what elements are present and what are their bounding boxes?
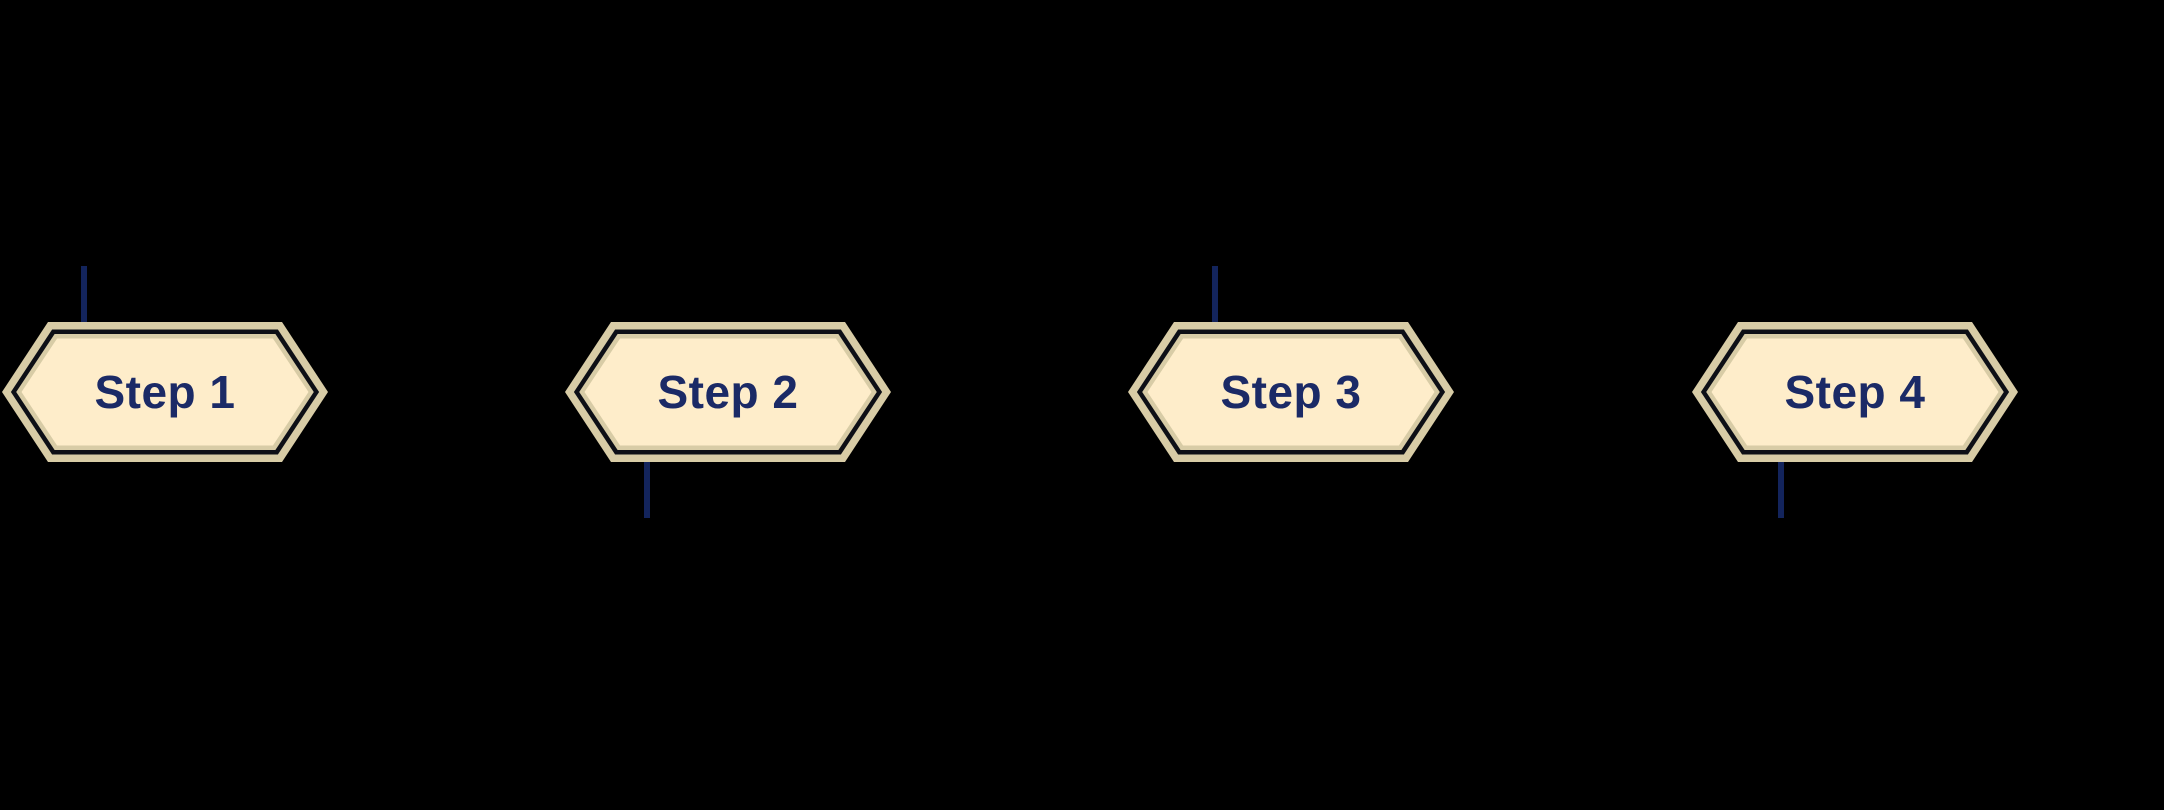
step-label-2: Step 2	[657, 366, 799, 418]
hexagon-fill	[1147, 338, 1435, 446]
hexagon-step-3: Step 3	[1128, 322, 1454, 462]
step-group-2: Step 2	[565, 322, 891, 518]
hexagon-fill	[21, 338, 309, 446]
step-group-4: Step 4	[1692, 322, 2018, 518]
connector-line-step-1	[81, 266, 87, 322]
hexagon-fill	[584, 338, 872, 446]
hexagon-step-1: Step 1	[2, 322, 328, 462]
hexagon-shape	[1692, 322, 2018, 462]
hexagon-shape	[2, 322, 328, 462]
step-label-4: Step 4	[1784, 366, 1926, 418]
step-group-1: Step 1	[2, 266, 328, 462]
hexagon-step-2: Step 2	[565, 322, 891, 462]
connector-line-step-3	[1212, 266, 1218, 322]
step-label-3: Step 3	[1220, 366, 1362, 418]
step-label-1: Step 1	[94, 366, 236, 418]
hexagon-shape	[565, 322, 891, 462]
connector-line-step-4	[1778, 462, 1784, 518]
hexagon-step-4: Step 4	[1692, 322, 2018, 462]
connector-line-step-2	[644, 462, 650, 518]
hexagon-fill	[1711, 338, 1999, 446]
step-group-3: Step 3	[1128, 266, 1454, 462]
hexagon-shape	[1128, 322, 1454, 462]
